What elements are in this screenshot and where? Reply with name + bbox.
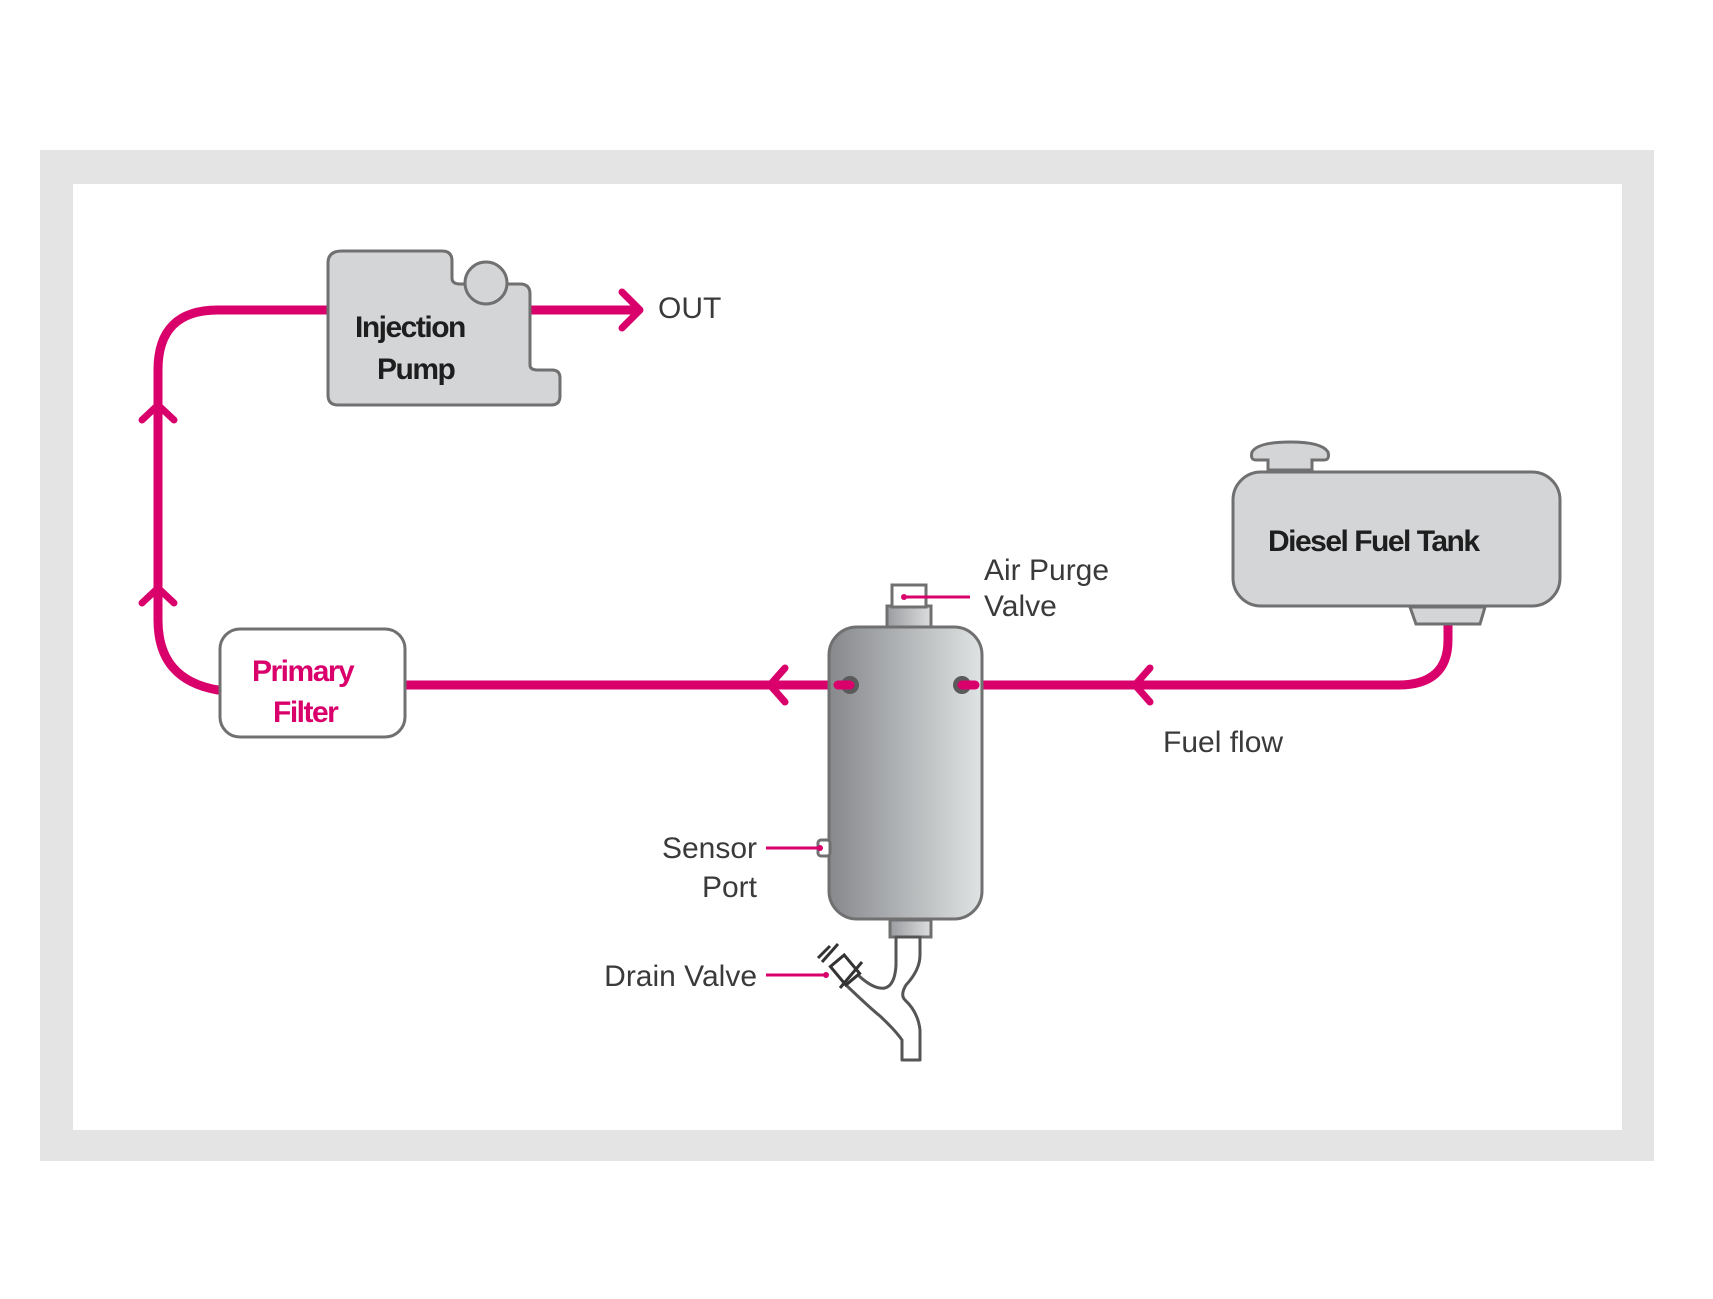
- fuel-tank-body: [1231, 470, 1562, 608]
- pipe-tank-to-separator: [970, 620, 1453, 690]
- water-separator: [816, 583, 984, 1062]
- air-purge-valve-stem: [885, 604, 933, 630]
- diesel-fuel-tank: Diesel Fuel Tank: [1231, 440, 1562, 626]
- flow-arrow-up-upper: [138, 401, 178, 424]
- drain-pipe: [844, 935, 922, 1062]
- sensor-port-leader-dot: [817, 845, 823, 851]
- injection-pump: Injection Pump: [326, 249, 562, 407]
- separator-bottom-neck: [888, 918, 933, 939]
- drain-valve-label: Drain Valve: [604, 960, 757, 993]
- drain-valve-icon: [816, 943, 864, 989]
- air-purge-leader-dot: [901, 594, 907, 600]
- fuel-flow-label: Fuel flow: [1163, 726, 1283, 759]
- fuel-tank-cap-icon: [1250, 440, 1330, 472]
- sensor-port-label-line2: Port: [702, 871, 758, 904]
- flow-arrow-up-lower: [138, 584, 178, 607]
- injection-pump-label-line2: Pump: [377, 353, 456, 386]
- air-purge-label-line2: Valve: [984, 590, 1057, 623]
- drain-valve-leader-dot: [823, 972, 829, 978]
- water-separator-body: [827, 625, 984, 921]
- injection-pump-gauge-icon: [463, 260, 509, 306]
- primary-filter-label-line1: Primary: [252, 655, 355, 688]
- flow-arrow-right-segment: [1131, 664, 1154, 706]
- injection-pump-label-line1: Injection: [355, 311, 465, 344]
- fuel-tank-label: Diesel Fuel Tank: [1268, 525, 1480, 558]
- out-label: OUT: [658, 292, 721, 325]
- primary-filter: Primary Filter: [218, 627, 407, 739]
- flow-arrow-left-segment: [766, 664, 789, 706]
- fuel-tank-outlet: [1407, 605, 1488, 626]
- fuel-lines: [138, 288, 1453, 706]
- sensor-port-label-line1: Sensor: [662, 832, 757, 865]
- flow-arrow-out: [618, 288, 644, 332]
- air-purge-label-line1: Air Purge: [984, 554, 1109, 587]
- primary-filter-label-line2: Filter: [273, 696, 339, 729]
- pipe-filter-to-pump: [153, 305, 333, 695]
- primary-filter-box: [218, 627, 407, 739]
